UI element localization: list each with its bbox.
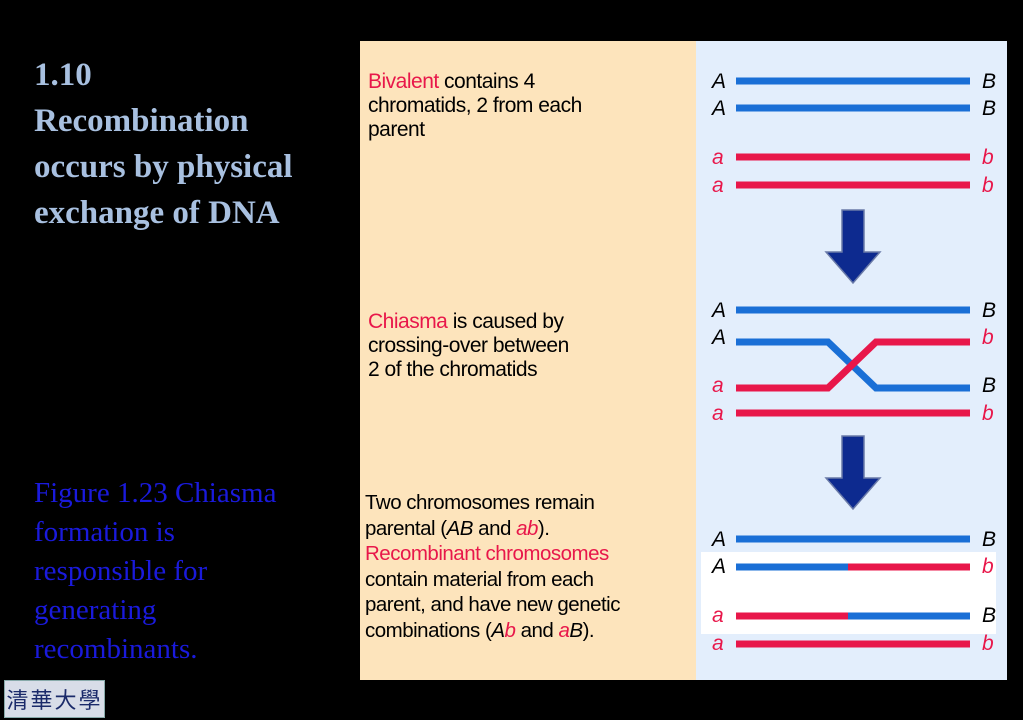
title-line: exchange of DNA [34,195,280,231]
label-B: B [982,604,996,627]
label-A: A [710,97,726,120]
label-a: a [712,604,724,627]
title-line: occurs by physical [34,149,293,185]
explanation-panel [360,41,696,680]
slide-title: 1.10 Recombination occurs by physical ex… [34,52,349,236]
recombinant-term: Recombinant chromosomes [365,542,609,565]
label-A: A [710,326,726,349]
label-B: B [982,374,996,397]
stage-bivalent: A B A B a b a b [710,70,996,197]
label-b: b [982,326,994,349]
label-b: b [982,402,994,425]
label-A: A [710,528,726,551]
label-a: a [712,374,724,397]
bivalent-term: Bivalent [368,70,439,93]
title-line: 1.10 [34,57,92,93]
caption-line: generating [34,594,157,626]
label-A: A [710,299,726,322]
label-b: b [982,632,994,655]
stage-recombinants: A B A b a B a b [701,528,996,655]
label-B: B [982,299,996,322]
chiasma-term: Chiasma [368,310,448,333]
crossover-red [736,338,970,392]
label-B: B [982,528,996,551]
step-recombinant-text: Two chromosomes remain parental (AB and … [365,491,620,642]
label-b: b [982,555,994,578]
label-a: a [712,146,724,169]
step-bivalent-text: Bivalent contains 4 chromatids, 2 from e… [368,70,582,141]
label-b: b [982,146,994,169]
arrow-down-icon [824,435,882,511]
label-b: b [982,174,994,197]
label-B: B [982,97,996,120]
caption-line: recombinants. [34,633,198,665]
label-A: A [710,70,726,93]
stage-chiasma: A B A b a B a b [710,299,996,425]
caption-line: formation is [34,516,175,548]
caption-line: Figure 1.23 Chiasma [34,477,277,509]
figure-caption: Figure 1.23 Chiasma formation is respons… [34,474,334,669]
arrow-down-icon [824,209,882,285]
label-a: a [712,402,724,425]
label-a: a [712,174,724,197]
university-logo: 清華大學 [4,680,105,718]
label-A: A [710,555,726,578]
title-line: Recombination [34,103,249,139]
step-chiasma-text: Chiasma is caused by crossing-over betwe… [368,310,569,381]
label-a: a [712,632,724,655]
label-B: B [982,70,996,93]
caption-line: responsible for [34,555,208,587]
